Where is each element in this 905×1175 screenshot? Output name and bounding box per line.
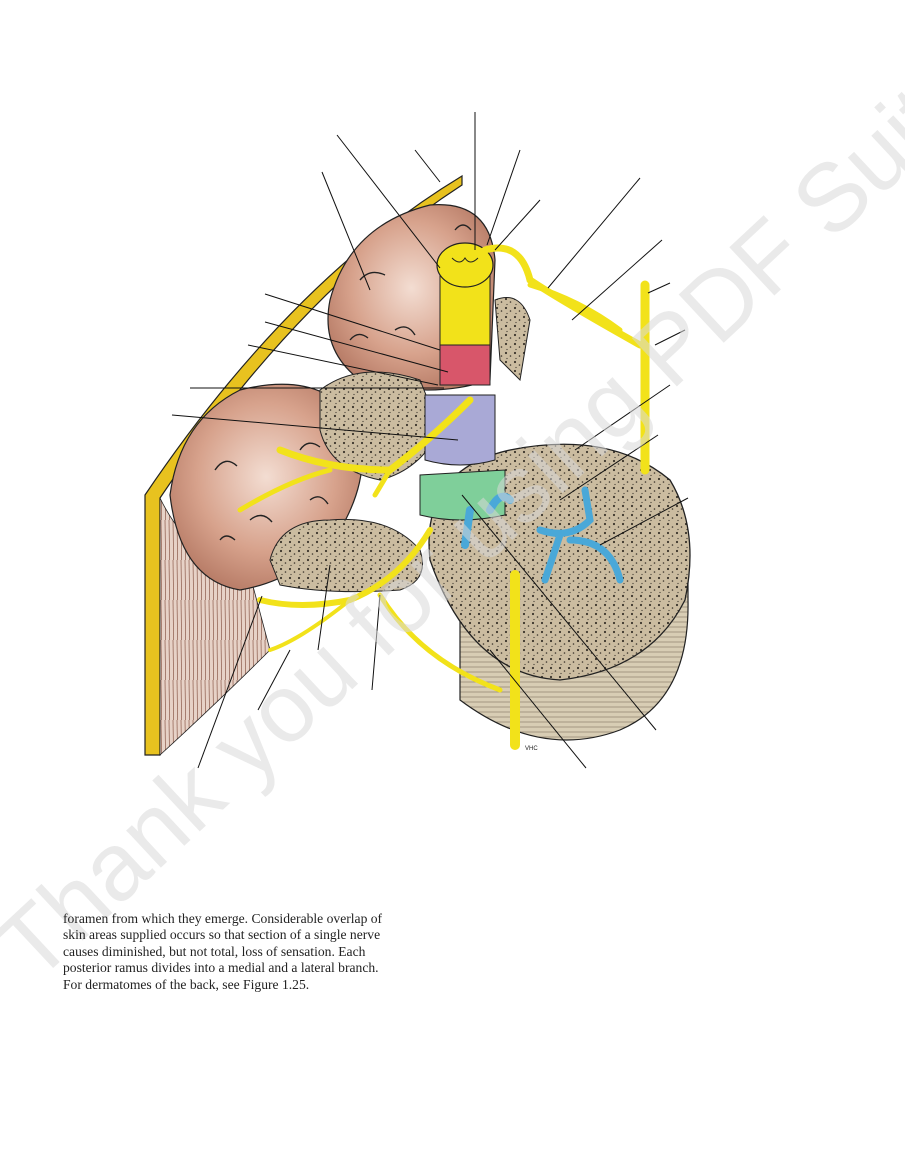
caption-line: skin areas supplied occurs so that secti… [63, 927, 381, 943]
anatomy-illustration: VHC [144, 112, 691, 769]
internal-vertebral-veins [461, 486, 624, 584]
label-leader-lines [171, 112, 689, 769]
caption-line: posterior ramus divides into a medial an… [63, 960, 379, 976]
caption-line: For dermatomes of the back, see Figure 1… [63, 976, 310, 992]
artist-initials: VHC [525, 746, 538, 752]
spinal-nerves [237, 244, 650, 750]
caption-line: causes diminished, but not total, loss o… [63, 943, 366, 959]
body-text-paragraph: foramen from which they emerge. Consider… [63, 911, 419, 993]
caption-line: foramen from which they emerge. Consider… [63, 911, 383, 926]
